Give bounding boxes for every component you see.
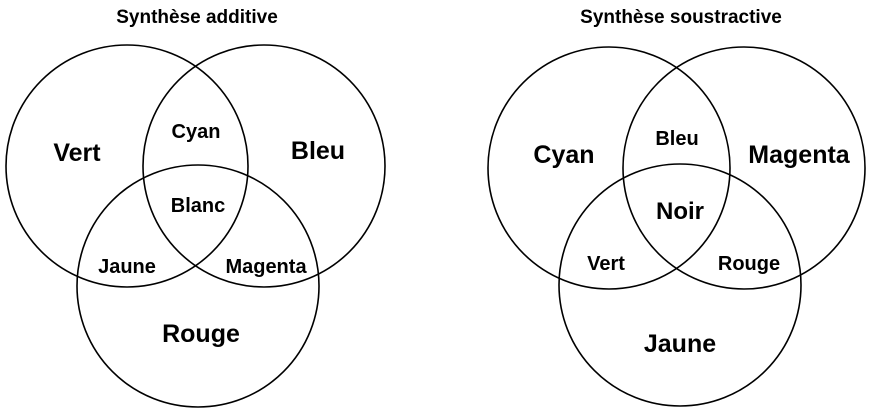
subtractive-circle-magenta bbox=[622, 46, 866, 290]
subtractive-label-vert: Vert bbox=[587, 253, 625, 275]
subtractive-circle-cyan bbox=[487, 46, 731, 290]
subtractive-title: Synthèse soustractive bbox=[580, 7, 782, 28]
additive-label-bleu: Bleu bbox=[291, 137, 345, 165]
subtractive-diagram: Synthèse soustractive Cyan Magenta Jaune… bbox=[487, 7, 866, 407]
subtractive-label-bleu: Bleu bbox=[655, 128, 698, 150]
additive-label-jaune: Jaune bbox=[98, 256, 156, 278]
additive-label-cyan: Cyan bbox=[172, 121, 221, 143]
additive-label-magenta: Magenta bbox=[225, 256, 307, 278]
additive-circle-bleu bbox=[142, 44, 386, 288]
subtractive-circle-jaune bbox=[558, 163, 802, 407]
additive-label-rouge: Rouge bbox=[162, 320, 240, 348]
additive-diagram: Synthèse additive Vert Bleu Rouge Cyan B… bbox=[5, 7, 386, 408]
additive-circle-rouge bbox=[76, 164, 320, 408]
subtractive-label-noir: Noir bbox=[656, 198, 704, 225]
subtractive-label-cyan: Cyan bbox=[533, 141, 594, 169]
subtractive-label-magenta: Magenta bbox=[748, 141, 851, 169]
additive-label-blanc: Blanc bbox=[171, 195, 225, 217]
additive-circle-vert bbox=[5, 44, 249, 288]
subtractive-label-jaune: Jaune bbox=[644, 330, 716, 358]
additive-label-vert: Vert bbox=[53, 139, 101, 167]
additive-title: Synthèse additive bbox=[116, 7, 278, 28]
subtractive-label-rouge: Rouge bbox=[718, 253, 780, 275]
